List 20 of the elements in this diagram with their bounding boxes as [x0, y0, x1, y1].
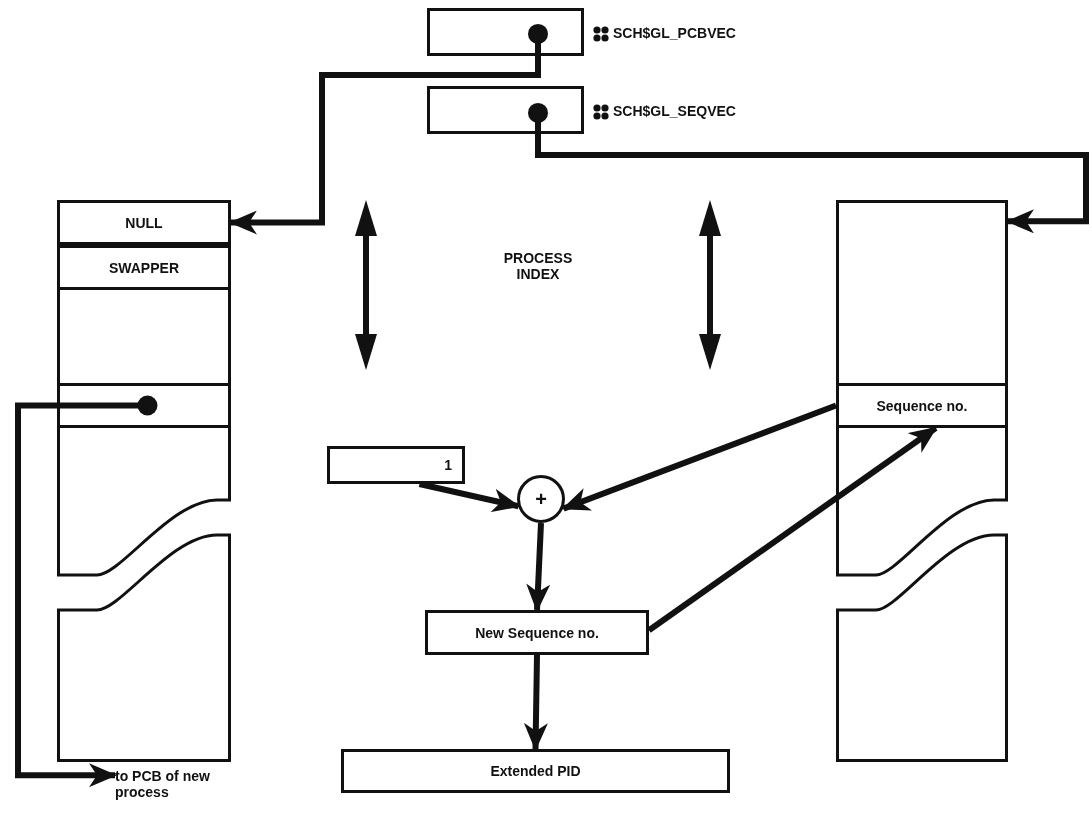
arrow [526, 522, 551, 612]
arrow [561, 402, 838, 512]
constant-box: 1 [327, 446, 465, 484]
result-box: Extended PID [341, 749, 730, 793]
result-box: New Sequence no. [425, 610, 649, 655]
arrow [229, 23, 548, 235]
vector-entry: SWAPPER [57, 245, 231, 290]
variable-name: SCH$GL_SEQVEC [613, 103, 736, 119]
pointer-entry [57, 383, 231, 428]
arrow [418, 481, 521, 513]
vector-entry: Sequence no. [836, 383, 1008, 428]
arrow [523, 654, 548, 751]
axis-label: PROCESS INDEX [502, 250, 574, 282]
arrow [528, 102, 1089, 234]
adder-circle: + [517, 475, 565, 523]
pointer-caption: to PCB of new process [115, 768, 235, 808]
sequence-vector-column [836, 200, 1008, 762]
variable-name: SCH$GL_PCBVEC [613, 25, 736, 41]
arrow [15, 395, 158, 788]
arrow [647, 425, 938, 633]
